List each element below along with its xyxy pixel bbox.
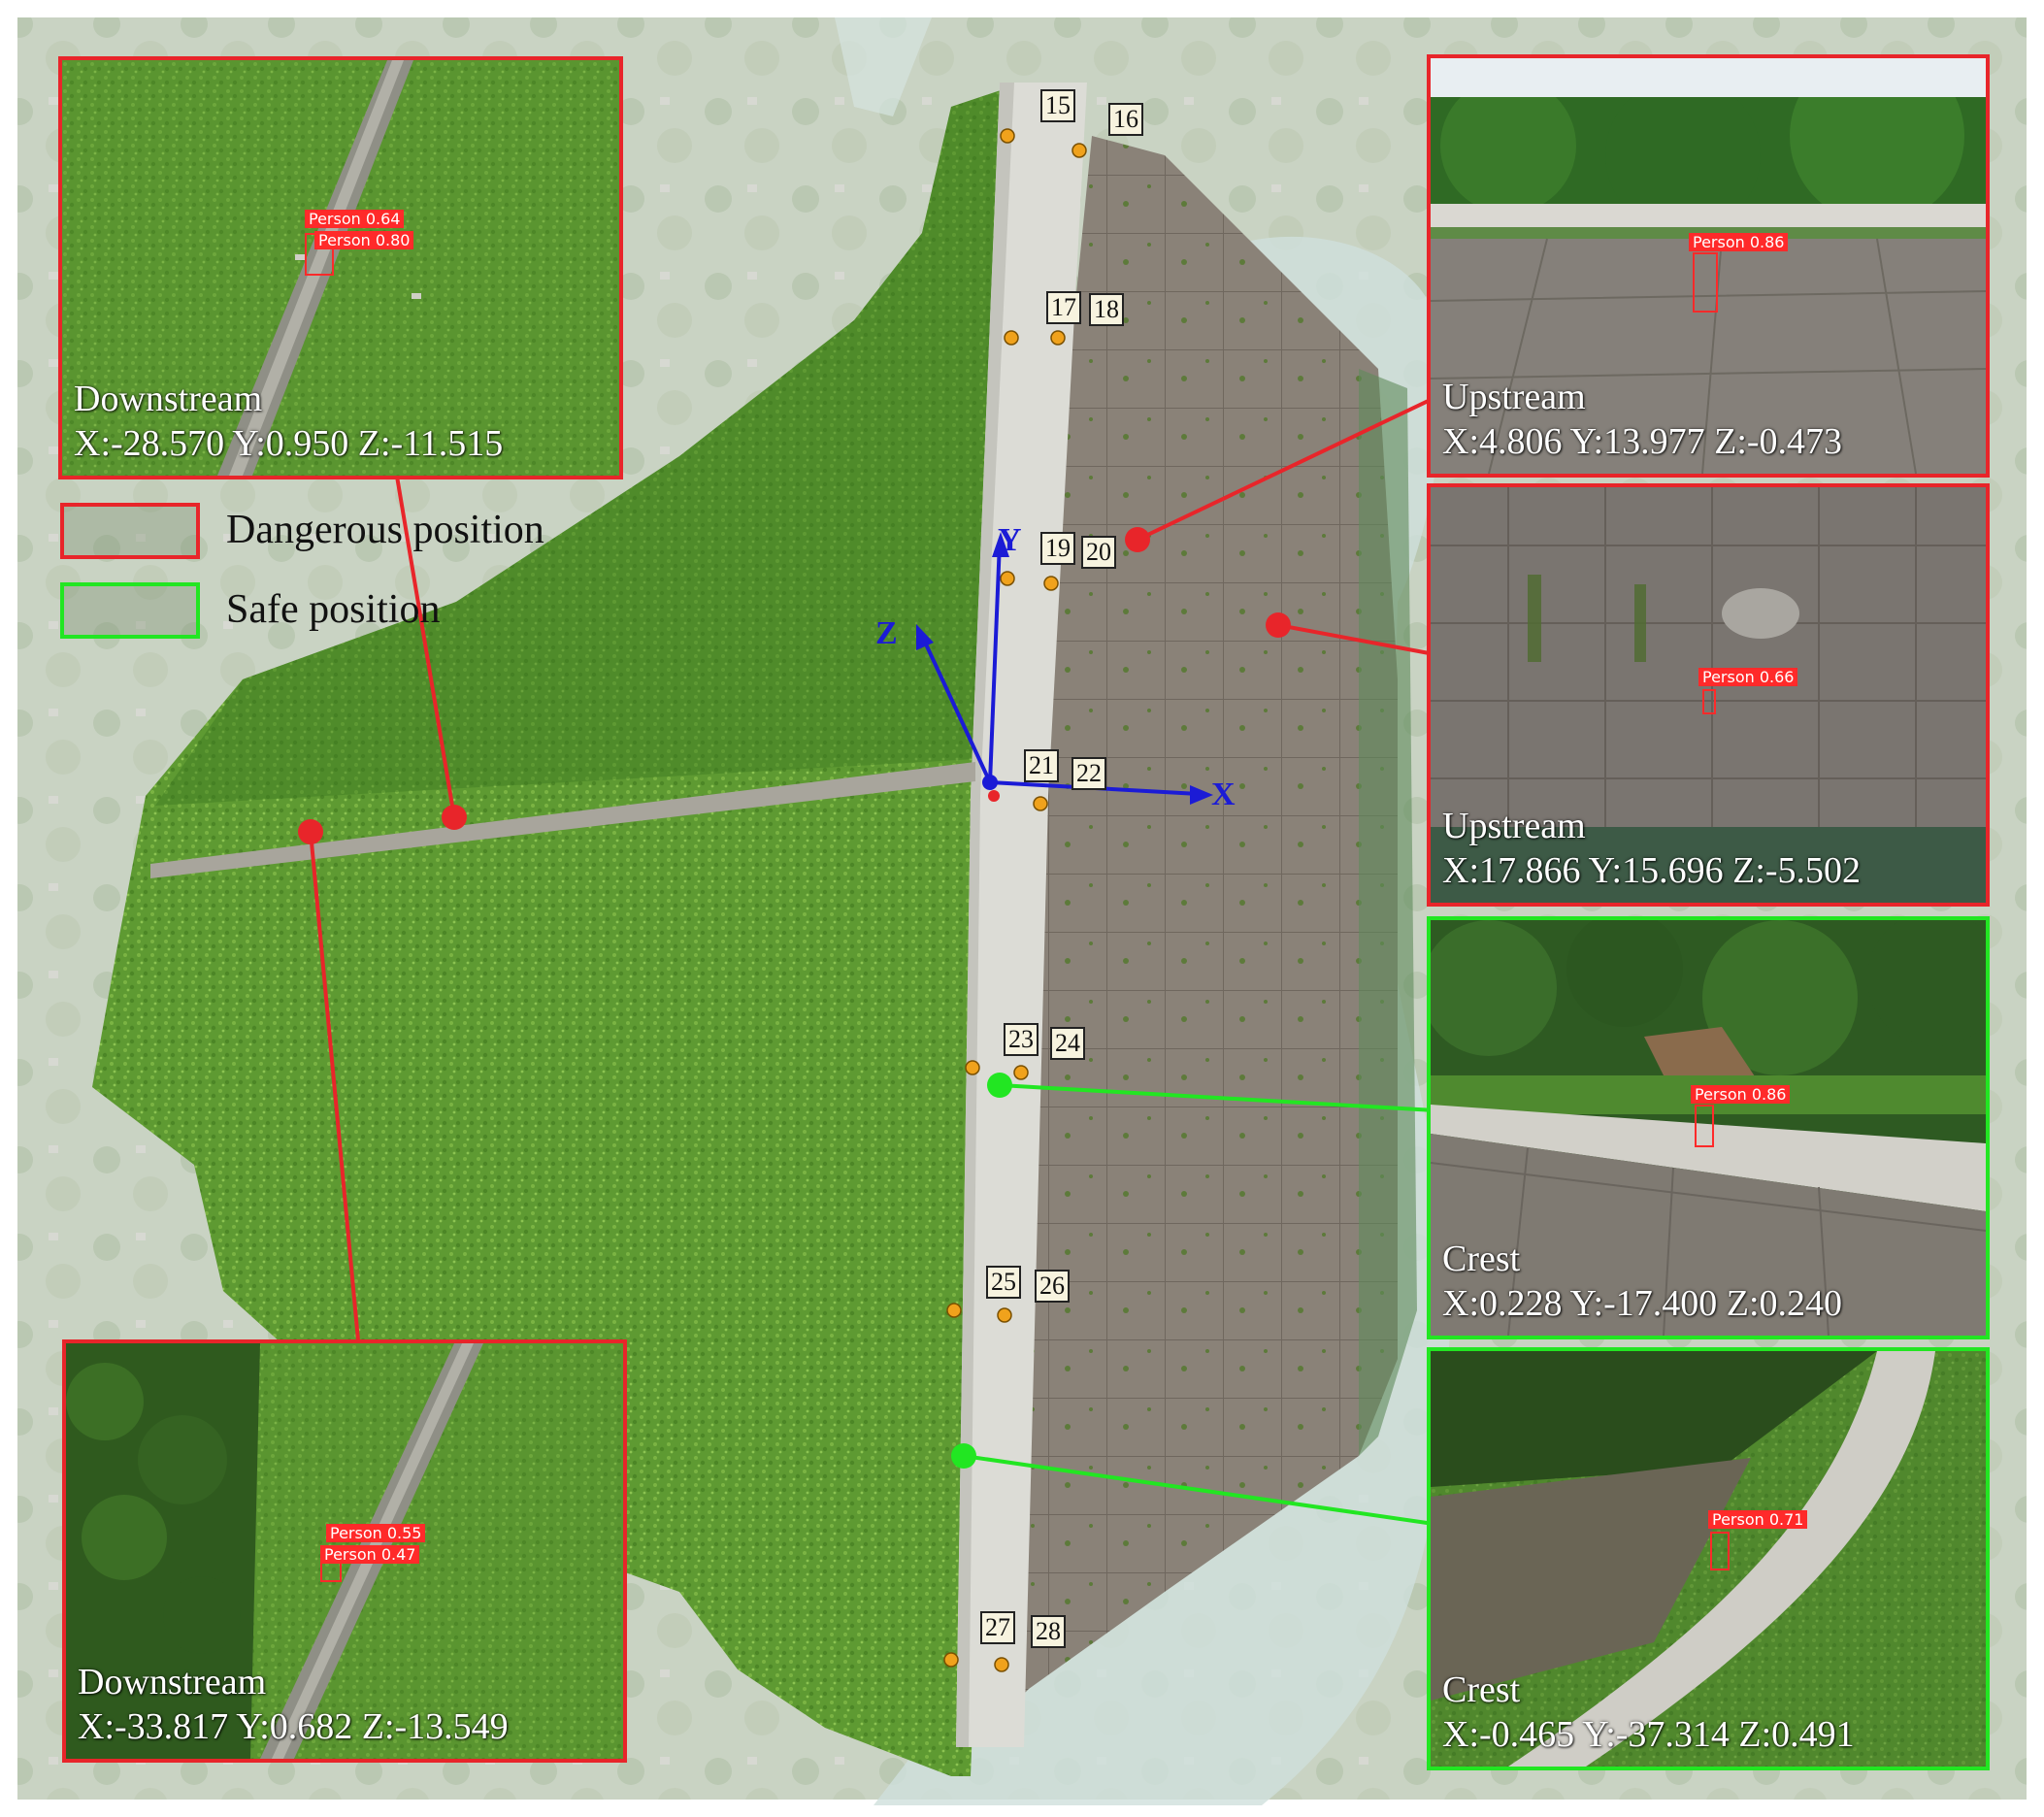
- panel-coordinates: X:-33.817 Y:0.682 Z:-13.549: [78, 1706, 509, 1747]
- downstream-top-photo: [62, 60, 619, 476]
- legend-dangerous-label: Dangerous position: [226, 508, 544, 552]
- inset-crest-bottom: Person 0.71 Crest X:-0.465 Y:-37.314 Z:0…: [1427, 1347, 1990, 1770]
- detection-label: Person 0.66: [1698, 668, 1798, 686]
- detection-label: Person 0.64: [305, 210, 405, 228]
- panel-coordinates: X:-28.570 Y:0.950 Z:-11.515: [74, 423, 504, 464]
- station-tag-21: 21: [1024, 749, 1059, 782]
- station-tag-23: 23: [1004, 1023, 1038, 1056]
- detection-label: Person 0.86: [1689, 233, 1789, 251]
- panel-coordinates: X:-0.465 Y:-37.314 Z:0.491: [1442, 1714, 1855, 1755]
- station-tag-15: 15: [1040, 89, 1075, 122]
- axis-z-label: Z: [875, 615, 898, 651]
- station-tag-28: 28: [1031, 1615, 1066, 1648]
- detection-box: [1702, 689, 1716, 714]
- legend-dangerous-swatch: [60, 503, 200, 559]
- station-tag-19: 19: [1040, 532, 1075, 565]
- upstream-middle-photo: [1431, 487, 1986, 903]
- panel-coordinates: X:0.228 Y:-17.400 Z:0.240: [1442, 1283, 1843, 1324]
- panel-location: Crest: [1442, 1239, 1521, 1279]
- inset-upstream-top: Person 0.86 Upstream X:4.806 Y:13.977 Z:…: [1427, 54, 1990, 478]
- station-tag-22: 22: [1071, 757, 1106, 790]
- axis-x-label: X: [1211, 776, 1236, 812]
- inset-downstream-top: Person 0.64 Person 0.80 Downstream X:-28…: [58, 56, 623, 479]
- panel-location: Crest: [1442, 1669, 1521, 1710]
- crest-top-photo: [1431, 920, 1986, 1336]
- inset-downstream-bottom: Person 0.55 Person 0.47 Downstream X:-33…: [62, 1339, 627, 1763]
- detection-label: Person 0.71: [1708, 1510, 1808, 1529]
- panel-location: Downstream: [74, 379, 263, 419]
- panel-coordinates: X:17.866 Y:15.696 Z:-5.502: [1442, 850, 1862, 891]
- detection-box: [1695, 1105, 1714, 1147]
- legend-safe-swatch: [60, 582, 200, 639]
- crest-bottom-photo: [1431, 1351, 1986, 1767]
- legend-safe-label: Safe position: [226, 587, 441, 632]
- panel-location: Upstream: [1442, 806, 1586, 846]
- panel-location: Downstream: [78, 1662, 267, 1702]
- detection-label: Person 0.55: [326, 1524, 426, 1542]
- station-tag-17: 17: [1046, 291, 1081, 324]
- detection-label: Person 0.80: [314, 231, 414, 249]
- inset-crest-top: Person 0.86 Crest X:0.228 Y:-17.400 Z:0.…: [1427, 916, 1990, 1339]
- detection-box: [1710, 1532, 1730, 1570]
- axis-y-label: Y: [998, 522, 1022, 558]
- upstream-top-photo: [1431, 58, 1986, 474]
- station-tag-20: 20: [1081, 536, 1116, 569]
- inset-upstream-middle: Person 0.66 Upstream X:17.866 Y:15.696 Z…: [1427, 483, 1990, 907]
- detection-box: [1693, 252, 1718, 313]
- station-tag-16: 16: [1108, 103, 1143, 136]
- station-tag-25: 25: [986, 1266, 1021, 1299]
- crest-marker-dots: [943, 128, 1087, 1672]
- station-tag-27: 27: [980, 1611, 1015, 1644]
- panel-coordinates: X:4.806 Y:13.977 Z:-0.473: [1442, 421, 1843, 462]
- station-tag-24: 24: [1050, 1027, 1085, 1060]
- panel-location: Upstream: [1442, 377, 1586, 417]
- station-tag-26: 26: [1035, 1270, 1070, 1303]
- station-tag-18: 18: [1089, 293, 1124, 326]
- detection-label: Person 0.47: [320, 1545, 420, 1564]
- detection-label: Person 0.86: [1691, 1085, 1791, 1104]
